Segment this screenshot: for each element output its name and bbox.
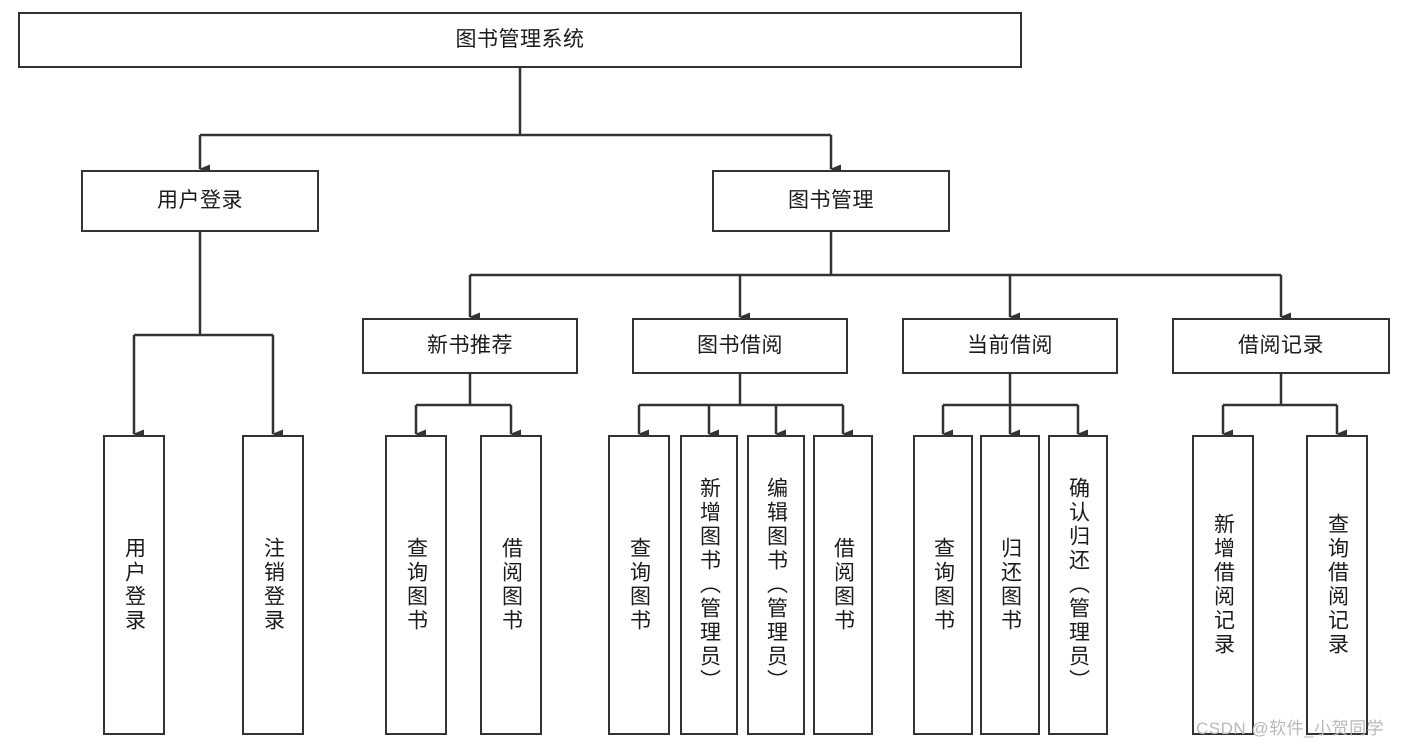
node-new-book-recommend-label: 新书推荐 bbox=[427, 333, 513, 357]
node-root-label: 图书管理系统 bbox=[455, 27, 585, 51]
node-leaf-logout[interactable]: 注销登录 bbox=[242, 435, 304, 735]
node-user-login[interactable]: 用户登录 bbox=[81, 170, 319, 232]
node-leaf-query-book-a[interactable]: 查询图书 bbox=[385, 435, 447, 735]
node-book-manage[interactable]: 图书管理 bbox=[712, 170, 950, 232]
node-current-borrow-label: 当前借阅 bbox=[967, 333, 1053, 357]
node-current-borrow[interactable]: 当前借阅 bbox=[902, 318, 1118, 374]
node-leaf-add-book[interactable]: 新增图书（管理员） bbox=[680, 435, 738, 735]
node-book-borrow-label: 图书借阅 bbox=[697, 333, 783, 357]
node-user-login-label: 用户登录 bbox=[157, 188, 243, 212]
node-leaf-query-book-c[interactable]: 查询图书 bbox=[913, 435, 973, 735]
node-borrow-record-label: 借阅记录 bbox=[1238, 333, 1324, 357]
node-leaf-borrow-book-b-label: 借阅图书 bbox=[831, 537, 855, 633]
node-leaf-user-login[interactable]: 用户登录 bbox=[103, 435, 165, 735]
node-root[interactable]: 图书管理系统 bbox=[18, 12, 1022, 68]
node-leaf-confirm-return-label: 确认归还（管理员） bbox=[1066, 477, 1090, 693]
node-leaf-borrow-book-a-label: 借阅图书 bbox=[499, 537, 523, 633]
node-leaf-logout-label: 注销登录 bbox=[261, 537, 285, 633]
node-leaf-query-book-b[interactable]: 查询图书 bbox=[608, 435, 670, 735]
node-leaf-add-book-label: 新增图书（管理员） bbox=[697, 477, 721, 693]
edge-group bbox=[132, 68, 1347, 439]
node-leaf-edit-book[interactable]: 编辑图书（管理员） bbox=[747, 435, 805, 735]
node-leaf-user-login-label: 用户登录 bbox=[122, 537, 146, 633]
node-leaf-query-record-label: 查询借阅记录 bbox=[1325, 513, 1349, 657]
node-leaf-query-record[interactable]: 查询借阅记录 bbox=[1306, 435, 1368, 735]
node-leaf-edit-book-label: 编辑图书（管理员） bbox=[764, 477, 788, 693]
node-leaf-borrow-book-a[interactable]: 借阅图书 bbox=[480, 435, 542, 735]
node-leaf-confirm-return[interactable]: 确认归还（管理员） bbox=[1048, 435, 1108, 735]
node-leaf-query-book-c-label: 查询图书 bbox=[931, 537, 955, 633]
node-leaf-borrow-book-b[interactable]: 借阅图书 bbox=[813, 435, 873, 735]
node-leaf-query-book-a-label: 查询图书 bbox=[404, 537, 428, 633]
node-book-borrow[interactable]: 图书借阅 bbox=[632, 318, 848, 374]
node-leaf-add-record[interactable]: 新增借阅记录 bbox=[1192, 435, 1254, 735]
node-new-book-recommend[interactable]: 新书推荐 bbox=[362, 318, 578, 374]
node-book-manage-label: 图书管理 bbox=[788, 188, 874, 212]
node-leaf-return-book[interactable]: 归还图书 bbox=[980, 435, 1040, 735]
node-leaf-query-book-b-label: 查询图书 bbox=[627, 537, 651, 633]
node-leaf-return-book-label: 归还图书 bbox=[998, 537, 1022, 633]
node-borrow-record[interactable]: 借阅记录 bbox=[1172, 318, 1390, 374]
node-leaf-add-record-label: 新增借阅记录 bbox=[1211, 513, 1235, 657]
